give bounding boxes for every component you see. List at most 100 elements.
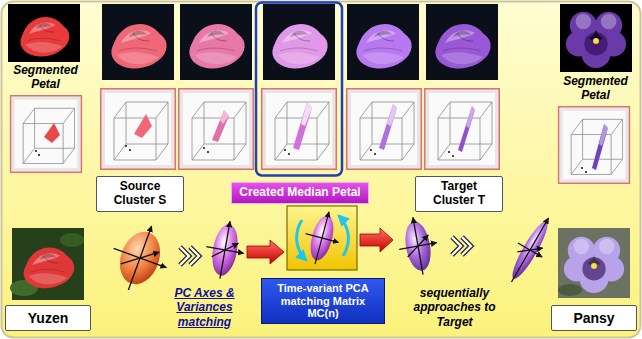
pca-ellipsoid: [113, 226, 167, 290]
step-note: sequentially approaches to Target: [411, 286, 499, 329]
pansy-photo: [558, 284, 582, 296]
cluster-plot: [559, 107, 630, 184]
cluster-plot: [288, 153, 290, 155]
pca-ellipsoid: [209, 222, 242, 277]
pca-ellipsoid: [121, 241, 159, 274]
cluster-plot: [452, 155, 454, 157]
cluster-plot: [559, 107, 630, 184]
pansy-photo: [558, 228, 630, 298]
chevron-symbol: [452, 237, 471, 255]
rose-photo: [60, 233, 84, 247]
cluster-plot: [592, 124, 608, 170]
petal-photo: [186, 24, 249, 73]
pca-matching-box: [287, 206, 357, 270]
cluster-plot: [125, 145, 127, 147]
cluster-plot: [284, 149, 286, 151]
pca-ellipsoid: [394, 214, 441, 278]
cluster-plot: [448, 151, 450, 153]
node-text: Created Median Petal: [239, 186, 360, 200]
cluster-plot: [101, 89, 176, 170]
node-text: Target Cluster T: [422, 180, 496, 208]
node-text: Source Cluster S: [103, 180, 177, 208]
cluster-plot: [101, 89, 176, 170]
petal-photo: [263, 4, 335, 80]
cluster-plot: [301, 102, 312, 126]
petal-photo: [108, 24, 171, 73]
petal-photo: [102, 4, 174, 80]
petal-photo: [353, 24, 416, 73]
node-text: Time-variant PCA matching Matrix MC(n): [268, 282, 378, 320]
highlight-frame: [256, 3, 342, 176]
cluster-plot: [293, 102, 312, 150]
pca-ellipsoid: [212, 239, 239, 261]
cluster-plot: [379, 104, 397, 150]
cluster-plot: [599, 124, 608, 146]
pca-matching-box: [287, 206, 357, 270]
petal-photo: [426, 4, 498, 80]
chevron-symbol: [180, 247, 199, 265]
cluster-plot: [44, 123, 60, 143]
cluster-plot: [134, 114, 152, 138]
pansy-photo: [558, 228, 630, 298]
chevron-symbol: [452, 237, 471, 255]
chevron-symbol: [452, 237, 471, 255]
cluster-plot: [129, 149, 131, 151]
cluster-plot: [458, 106, 475, 152]
petal-photo: [17, 17, 73, 61]
cluster-plot: [207, 151, 209, 153]
cluster-plot: [374, 153, 376, 155]
cluster-label-box: Source Cluster S: [96, 176, 184, 212]
step-note: PC Axes & Variances matching: [163, 286, 247, 329]
cluster-plot: [11, 96, 82, 173]
pca-ellipsoid: [402, 219, 434, 272]
cluster-plot: [38, 154, 40, 156]
cluster-plot: [387, 104, 397, 126]
flower-name-box: Yuzen: [5, 305, 91, 331]
pca-ellipsoid: [517, 238, 542, 262]
cluster-plot: [212, 110, 229, 142]
cluster-plot: [179, 89, 254, 170]
petal-photo: [347, 4, 419, 80]
petal-photo: [432, 24, 495, 73]
pca-ellipsoid: [201, 218, 248, 282]
pca-ellipsoid: [499, 211, 560, 289]
cluster-plot: [262, 89, 337, 170]
rose-photo: [20, 248, 77, 293]
petal-photo: [180, 4, 252, 80]
cluster-plot: [370, 149, 372, 151]
cluster-plot: [203, 147, 205, 149]
petal-photo: [102, 4, 174, 80]
block-arrow: [247, 240, 284, 264]
petal-photo: [566, 12, 626, 68]
petal-photo: [560, 4, 632, 72]
petal-photo: [269, 24, 332, 73]
petal-photo: [8, 4, 80, 62]
cluster-plot: [585, 171, 587, 173]
cluster-plot: [35, 150, 37, 152]
cluster-plot: [425, 89, 500, 170]
pansy-photo: [564, 237, 624, 293]
pca-ellipsoid: [512, 218, 549, 282]
photo-caption: Segmented Petal: [556, 74, 636, 103]
pca-ellipsoid: [102, 216, 178, 299]
cluster-plot: [179, 89, 254, 170]
node-text: Pansy: [573, 310, 614, 326]
petal-photo: [347, 4, 419, 80]
rose-photo: [10, 228, 84, 300]
flower-name-box: Pansy: [551, 305, 637, 331]
matrix-label-box: Time-variant PCA matching Matrix MC(n): [261, 278, 385, 324]
cluster-plot: [347, 89, 422, 170]
cluster-label-box: Target Cluster T: [415, 176, 503, 212]
chevron-symbol: [180, 247, 199, 265]
cluster-plot: [11, 96, 82, 173]
median-label-box: Created Median Petal: [231, 182, 369, 204]
cluster-plot: [262, 89, 337, 170]
pca-matching-box: [306, 234, 339, 243]
petal-photo: [263, 4, 335, 80]
pca-matching-box: [306, 213, 337, 263]
cluster-plot: [581, 167, 583, 169]
chevron-symbol: [180, 247, 199, 265]
cluster-plot: [347, 89, 422, 170]
